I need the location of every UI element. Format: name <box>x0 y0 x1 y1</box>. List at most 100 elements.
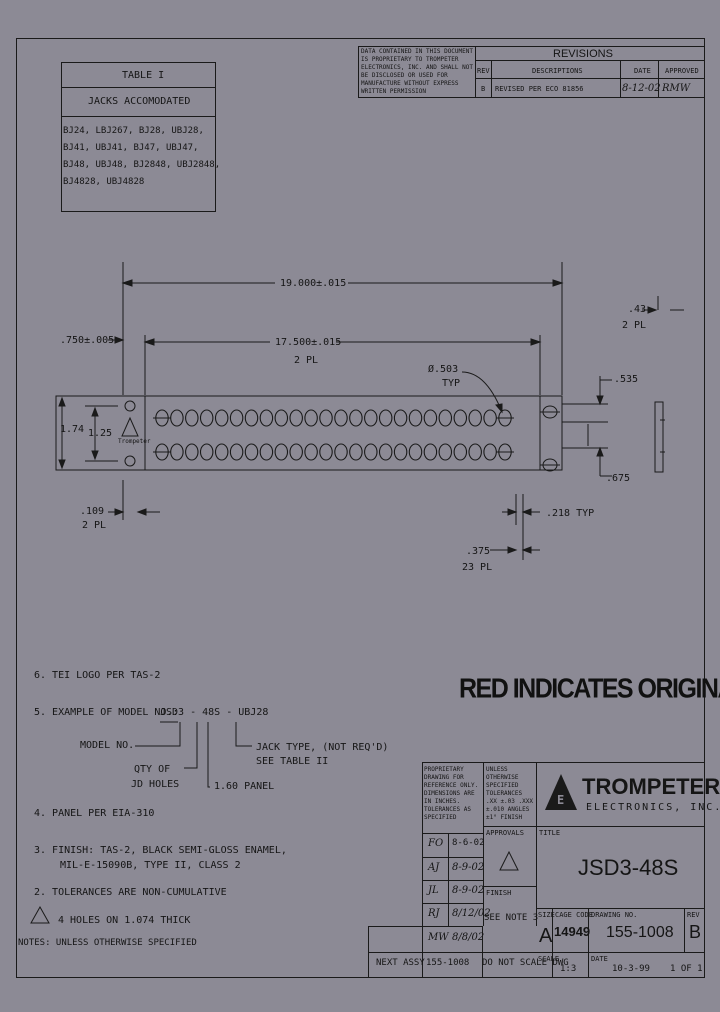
dim-inner-height: 1.25 <box>88 428 113 439</box>
dim-pitch: .375 <box>466 546 491 557</box>
drawing-border <box>16 38 705 978</box>
jack-hole <box>468 409 482 427</box>
next-assy-label: NEXT ASSY <box>376 958 425 968</box>
jack-hole <box>378 443 393 461</box>
jack-hole <box>393 409 408 427</box>
approved-col-header: APPROVED <box>665 67 699 75</box>
drawing-no-label: DRAWING NO. <box>591 911 638 919</box>
dim-slot: .109 <box>80 506 105 517</box>
jack-hole <box>319 443 333 461</box>
revisions-header: REVISIONS <box>553 48 613 60</box>
jack-hole <box>170 443 184 461</box>
drawing-no-value: 155-1008 <box>606 924 674 941</box>
notes-footer: NOTES: UNLESS OTHERWISE SPECIFIED <box>18 938 197 948</box>
jack-hole <box>229 443 244 461</box>
dim-right-offset: .43 <box>628 304 647 315</box>
approval-initial-2: AJ <box>428 862 440 873</box>
note-6: 6. TEI LOGO PER TAS-2 <box>34 670 161 681</box>
jack-hole <box>364 409 378 427</box>
dim-hole-span: 17.500±.015 <box>275 337 342 348</box>
unless-note: UNLESS OTHERWISE SPECIFIED TOLERANCES .X… <box>486 766 533 821</box>
jack-hole <box>185 443 199 461</box>
approval-date-1: 8-6-02 <box>452 838 485 848</box>
scale-value: 1:3 <box>560 964 577 974</box>
jack-hole <box>438 409 453 427</box>
dim-edge: .750±.005 <box>60 335 115 346</box>
note-3b: MIL-E-15090B, TYPE II, CLASS 2 <box>60 860 241 871</box>
drawing-title: JSD3-48S <box>578 855 679 880</box>
approval-initial-1: FO <box>428 838 444 849</box>
jack-hole <box>244 443 259 461</box>
approval-triangle-icon <box>499 851 519 871</box>
jack-hole <box>334 443 348 461</box>
jack-hole <box>229 409 244 427</box>
panel-logo-text: Trompeter <box>118 438 151 445</box>
date-label: DATE <box>591 955 608 963</box>
note-1: 4 HOLES ON 1.074 THICK <box>58 915 191 926</box>
rev-row-date: 8-12-02 <box>622 83 661 94</box>
jack-hole <box>408 443 423 461</box>
note-5-model: JSD3 - 48S - UBJ28 <box>160 707 269 718</box>
note-jack-type: JACK TYPE, (NOT REQ'D) <box>256 742 389 753</box>
title-label: TITLE <box>539 829 561 837</box>
dim-slot-qty: 2 PL <box>82 520 107 531</box>
date-value: 10-3-99 <box>612 964 650 974</box>
proprietary-notice: DATA CONTAINED IN THIS DOCUMENT IS PROPR… <box>361 48 473 95</box>
dim-height: 1.74 <box>60 424 85 435</box>
jack-hole <box>393 443 408 461</box>
scale-label: SCALE <box>538 955 560 963</box>
jack-hole <box>334 409 348 427</box>
jack-hole <box>289 443 303 461</box>
jack-hole <box>259 409 274 427</box>
table-1-line-3: BJ48, UBJ48, BJ2848, UBJ2848, <box>63 160 221 170</box>
approval-date-2: 8-9-02 <box>452 862 485 873</box>
dim-overall: 19.000±.015 <box>280 278 347 289</box>
jack-hole <box>483 443 497 461</box>
cage-value: 14949 <box>554 924 591 939</box>
dim-side: .535 <box>614 374 639 385</box>
note-qty-holes-2: JD HOLES <box>131 779 180 790</box>
note-model-no: MODEL NO. <box>80 740 135 751</box>
size-label: SIZE <box>538 911 555 919</box>
jack-hole <box>214 409 229 427</box>
note-3a: 3. FINISH: TAS-2, BLACK SEMI-GLOSS ENAME… <box>34 845 287 856</box>
dim-hole-diameter-typ: TYP <box>442 378 461 389</box>
jack-hole <box>289 409 303 427</box>
table-1 <box>61 62 216 212</box>
note-2: 2. TOLERANCES ARE NON-CUMULATIVE <box>34 887 227 898</box>
approval-date-5: 8/8/02 <box>452 932 485 943</box>
jack-hole <box>378 409 393 427</box>
note-5-label: 5. EXAMPLE OF MODEL NO.: <box>34 707 179 718</box>
rev-row-description: REVISED PER ECO 81856 <box>495 85 584 93</box>
jack-hole <box>349 409 363 427</box>
jack-hole <box>423 409 438 427</box>
note-4: 4. PANEL PER EIA-310 <box>34 808 155 819</box>
table-1-title: TABLE I <box>122 70 165 81</box>
sheet-value: 1 OF 1 <box>670 964 703 974</box>
jack-hole <box>199 409 214 427</box>
note-qty-holes: QTY OF <box>134 764 171 775</box>
used-on-value: 155-1008 <box>426 958 470 968</box>
dim-hole-span-qty: 2 PL <box>294 355 319 366</box>
jack-hole <box>170 409 184 427</box>
jack-hole <box>304 443 318 461</box>
approval-date-3: 8-9-02 <box>452 885 485 896</box>
note-panel-type: 1.60 PANEL <box>214 781 275 792</box>
jack-hole <box>408 409 423 427</box>
note-1-triangle-icon <box>30 906 50 924</box>
approval-initial-5: MW <box>428 932 449 943</box>
jack-hole <box>274 443 289 461</box>
finish-value: SEE NOTE 3 <box>484 913 539 923</box>
jack-hole <box>274 409 289 427</box>
table-1-line-2: BJ41, UBJ41, BJ47, UBJ47, <box>63 143 199 153</box>
rev-row-approved: RMW <box>662 83 691 94</box>
red-indicates-original-stamp: RED INDICATES ORIGINAL <box>459 673 720 704</box>
approvals-label: APPROVALS <box>486 829 524 837</box>
dim-gap: .218 TYP <box>546 508 595 519</box>
jack-hole <box>423 443 438 461</box>
rev-label: REV <box>687 911 700 919</box>
jack-hole <box>364 443 378 461</box>
jack-hole <box>438 443 453 461</box>
rev-row-letter: B <box>481 85 486 93</box>
jack-hole <box>349 443 363 461</box>
